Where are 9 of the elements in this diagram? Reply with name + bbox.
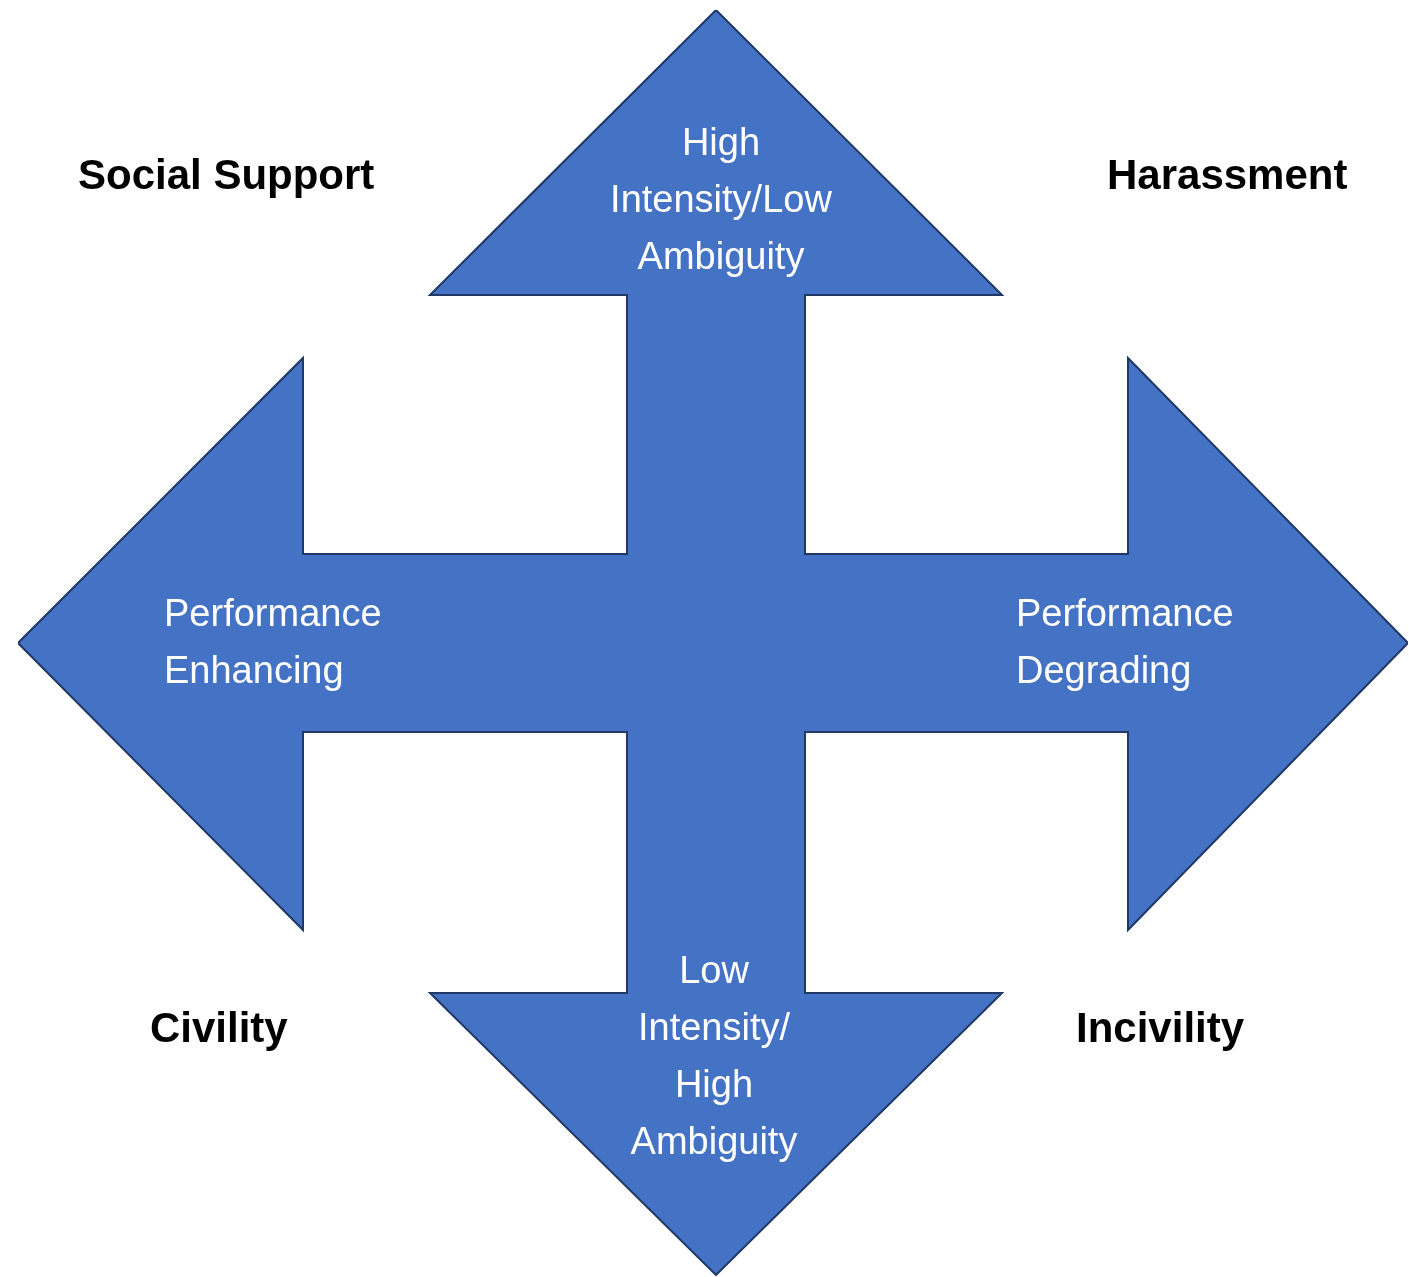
arrow-label: Performance Degrading (1016, 591, 1235, 693)
arrow-label: High Intensity/Low Ambiguity (609, 120, 833, 279)
quadrant-label: Harassment (1107, 150, 1348, 200)
four-way-arrow (18, 10, 1408, 1276)
quadrant-label: Civility (150, 1003, 288, 1053)
quadrant-label: Social Support (78, 150, 375, 200)
arrow-label: Performance Enhancing (164, 591, 383, 693)
quadrant-label: Incivility (1076, 1003, 1245, 1053)
arrow-label: Low Intensity/ High Ambiguity (629, 948, 799, 1164)
